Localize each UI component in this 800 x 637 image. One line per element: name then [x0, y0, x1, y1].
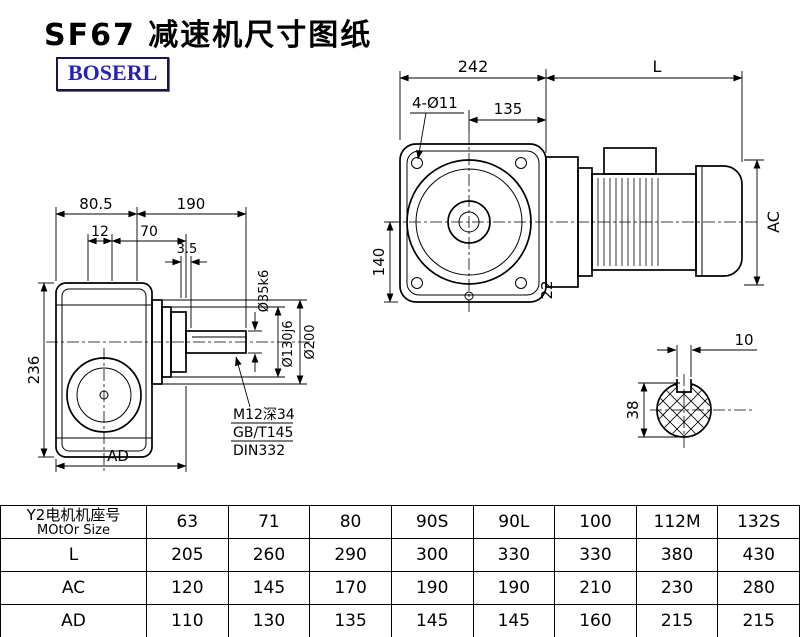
value-cell: 190 [390, 571, 474, 606]
dim-135: 135 [494, 100, 523, 118]
motor-size-90s: 90S [390, 504, 474, 540]
thread-note-line2: GB/T145 [233, 425, 293, 441]
motor-size-80: 80 [309, 504, 392, 540]
motor-size-63: 63 [146, 504, 229, 540]
dim-3-5: 3.5 [177, 242, 198, 257]
value-cell: 330 [554, 538, 637, 573]
dim-12: 12 [91, 224, 109, 240]
brand-logo-text: BOSERL [68, 60, 158, 85]
dia-flange-label: Ø200 [303, 324, 318, 359]
brand-logo: BOSERL [56, 57, 170, 91]
value-cell: 110 [146, 604, 229, 637]
dim-38: 38 [624, 400, 642, 419]
value-cell: 135 [309, 604, 392, 637]
value-cell: 290 [309, 538, 392, 573]
motor-size-132s: 132S [717, 504, 800, 540]
thread-note-line3: DIN332 [233, 443, 285, 459]
motor-size-112m: 112M [635, 504, 719, 540]
dim-ad: AD [107, 447, 129, 465]
value-cell: 260 [227, 538, 311, 573]
shaft-section-view: 10 38 [624, 331, 757, 448]
table-row-l: L 205 260 290 300 330 330 380 430 [0, 538, 800, 573]
dim-70: 70 [140, 224, 158, 240]
table-row-ad: AD 110 130 135 145 145 160 215 215 [0, 604, 800, 637]
value-cell: 205 [146, 538, 229, 573]
value-cell: 280 [717, 571, 800, 606]
row-label-ad: AD [0, 604, 147, 637]
value-cell: 190 [472, 571, 556, 606]
dim-190: 190 [177, 195, 206, 213]
holes-note: 4-Ø11 [412, 94, 458, 112]
motor-cooling-fins [597, 178, 659, 266]
table-header-row: Y2电机机座号 MOtOr Size 63 71 80 90S 90L 100 … [0, 504, 800, 540]
value-cell: 160 [554, 604, 637, 637]
side-view-gearbox [46, 282, 315, 474]
motor-size-100: 100 [554, 504, 637, 540]
motor-size-header-en: MOtOr Size [37, 523, 110, 538]
side-view-dimensions: 80.5 190 12 70 3.5 236 AD [25, 195, 318, 472]
row-label-l: L [0, 538, 147, 573]
value-cell: 145 [472, 604, 556, 637]
value-cell: 215 [717, 604, 800, 637]
dimension-table: Y2电机机座号 MOtOr Size 63 71 80 90S 90L 100 … [0, 504, 800, 637]
value-cell: 330 [472, 538, 556, 573]
value-cell: 215 [635, 604, 719, 637]
sheet-title: SF67 减速机尺寸图纸 [44, 18, 373, 53]
motor-size-90l: 90L [472, 504, 556, 540]
motor-size-header: Y2电机机座号 MOtOr Size [0, 504, 147, 540]
dim-242: 242 [458, 57, 489, 76]
technical-drawing: 80.5 190 12 70 3.5 236 AD [25, 57, 783, 474]
thread-note-line1: M12深34 [233, 407, 295, 423]
front-view-gearbox-motor [388, 132, 758, 315]
value-cell: 210 [554, 571, 637, 606]
table-row-ac: AC 120 145 170 190 190 210 230 280 [0, 571, 800, 606]
value-cell: 380 [635, 538, 719, 573]
value-cell: 430 [717, 538, 800, 573]
motor-size-header-cn: Y2电机机座号 [26, 506, 121, 524]
value-cell: 170 [309, 571, 392, 606]
dia-shaft-label: Ø35k6 [257, 270, 272, 313]
dim-l: L [653, 57, 662, 76]
dim-80-5: 80.5 [79, 195, 112, 213]
dim-ac: AC [764, 211, 783, 233]
value-cell: 145 [227, 571, 311, 606]
value-cell: 230 [635, 571, 719, 606]
dim-10: 10 [734, 331, 753, 349]
motor-size-71: 71 [227, 504, 311, 540]
dim-22: 22 [538, 280, 556, 299]
front-view-dimensions: 242 L 4-Ø11 135 140 22 AC [370, 57, 783, 303]
dia-spigot-label: Ø130j6 [281, 321, 296, 368]
dim-236: 236 [25, 356, 43, 385]
dim-140: 140 [370, 248, 388, 277]
value-cell: 145 [390, 604, 474, 637]
value-cell: 120 [146, 571, 229, 606]
value-cell: 130 [227, 604, 311, 637]
row-label-ac: AC [0, 571, 147, 606]
value-cell: 300 [390, 538, 474, 573]
